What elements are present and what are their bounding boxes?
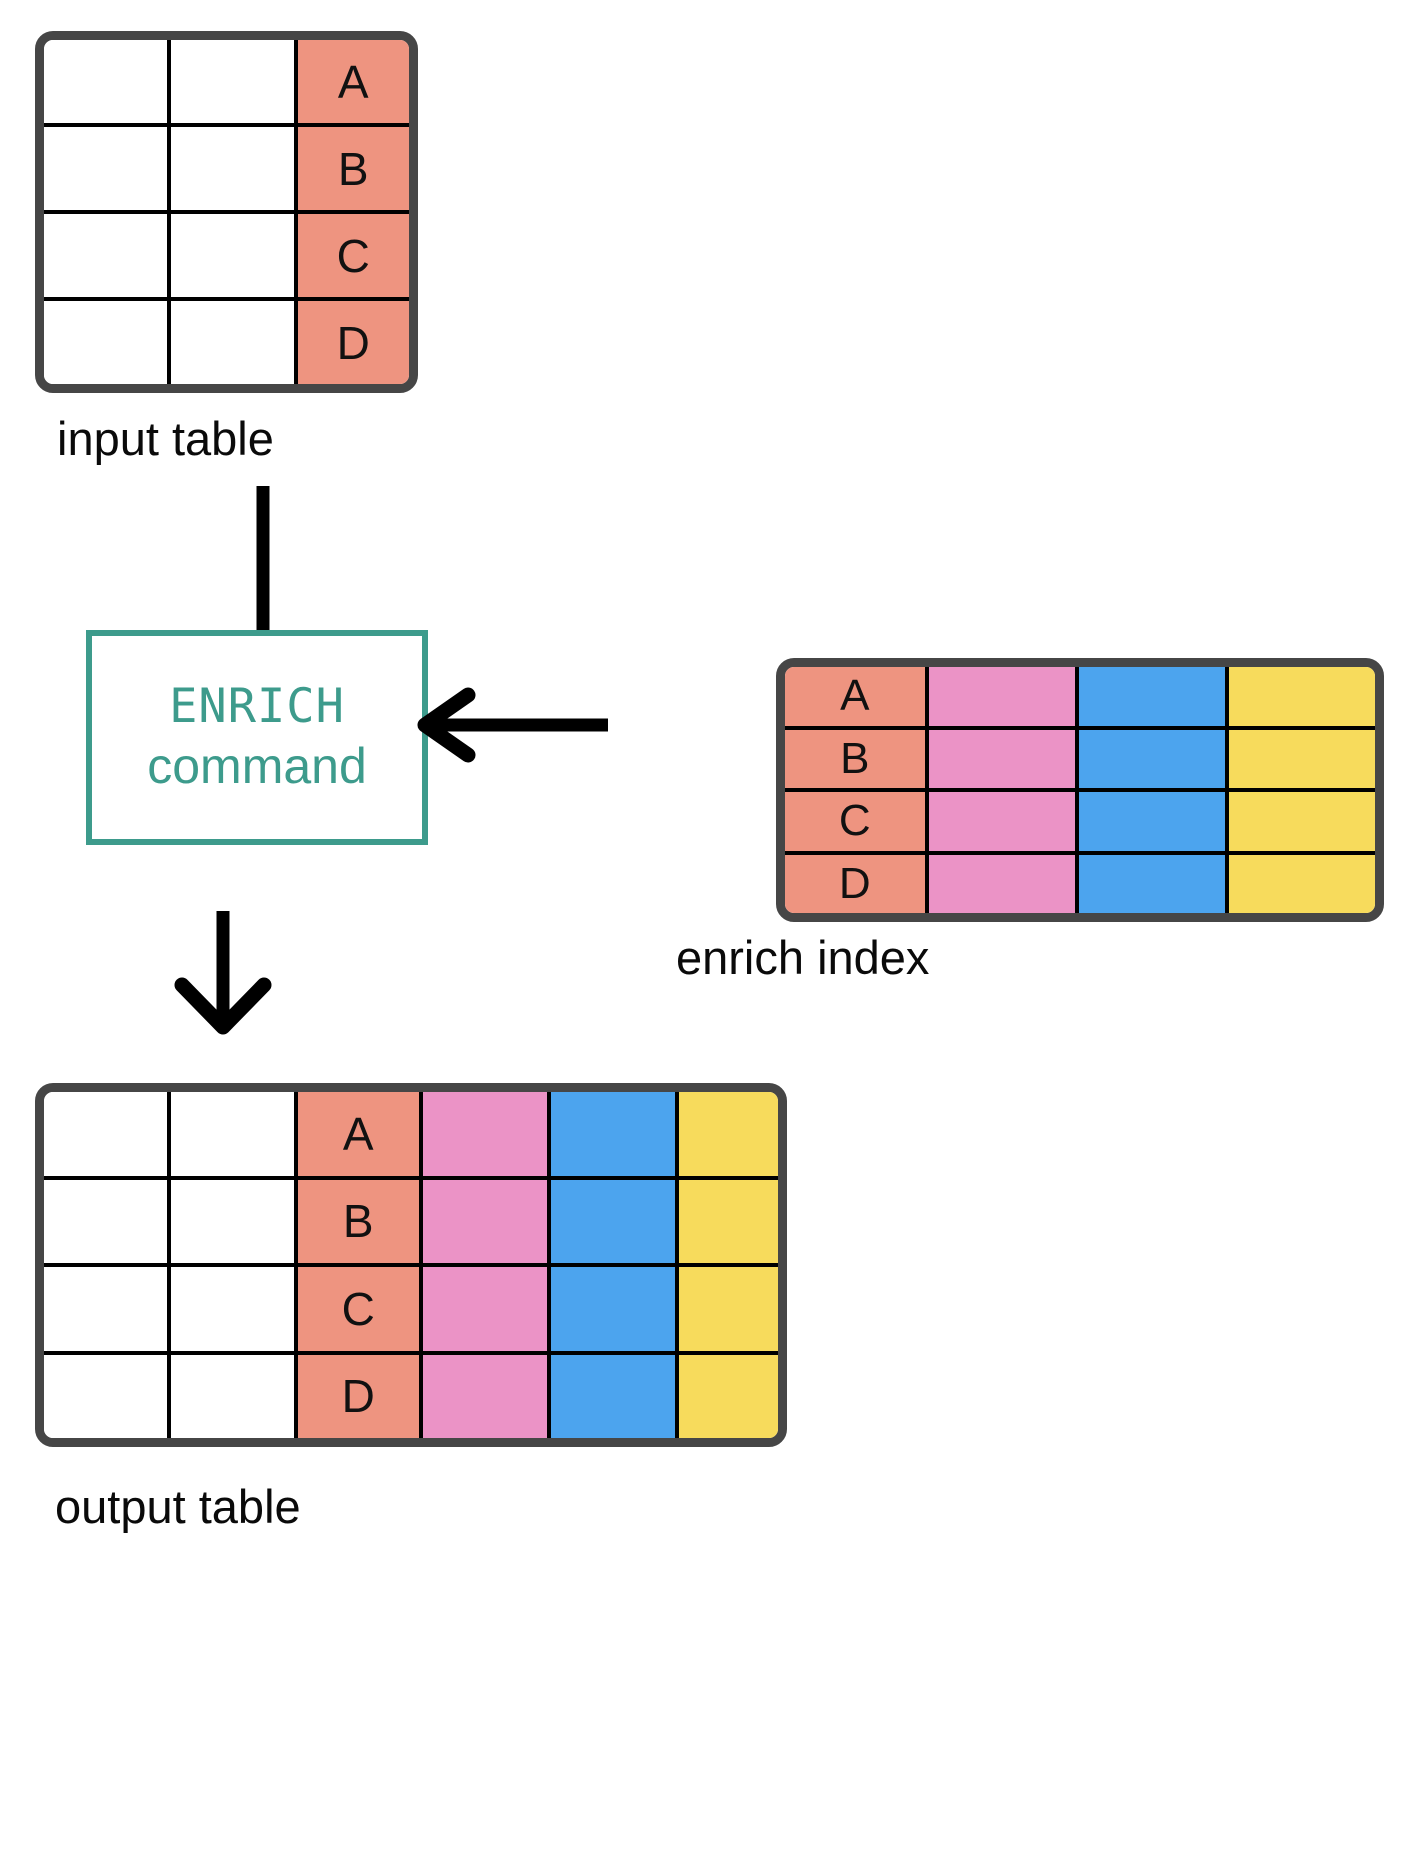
table-cell bbox=[423, 1267, 551, 1351]
enrich-command-box[interactable]: ENRICH command bbox=[86, 630, 428, 845]
table-cell bbox=[44, 127, 171, 210]
output-table: A B C D bbox=[35, 1083, 787, 1447]
table-cell-key: C bbox=[298, 1267, 423, 1351]
table-cell-key: B bbox=[785, 729, 929, 788]
enrich-command-name: ENRICH bbox=[169, 679, 345, 735]
table-cell bbox=[679, 1267, 778, 1351]
table-row: A bbox=[44, 1092, 778, 1180]
table-row: D bbox=[44, 301, 409, 384]
table-cell bbox=[551, 1179, 679, 1263]
output-table-caption: output table bbox=[55, 1480, 301, 1533]
table-cell bbox=[1079, 667, 1229, 726]
table-row: A bbox=[785, 667, 1375, 730]
table-cell bbox=[44, 1354, 171, 1438]
table-cell bbox=[929, 792, 1079, 851]
enrich-index-caption: enrich index bbox=[676, 931, 930, 984]
table-row: B bbox=[785, 729, 1375, 792]
arrow-command-to-output-icon bbox=[174, 911, 272, 1035]
table-cell bbox=[551, 1267, 679, 1351]
table-cell bbox=[679, 1354, 778, 1438]
table-cell bbox=[44, 214, 171, 297]
table-row: A bbox=[44, 40, 409, 127]
table-cell bbox=[679, 1179, 778, 1263]
table-cell bbox=[1079, 854, 1229, 913]
table-cell bbox=[1229, 854, 1375, 913]
table-cell bbox=[1229, 667, 1375, 726]
table-cell bbox=[929, 729, 1079, 788]
enrich-index-table: A B C D bbox=[776, 658, 1384, 922]
table-cell bbox=[171, 40, 298, 123]
table-cell-key: A bbox=[298, 40, 409, 123]
input-table: A B C D bbox=[35, 31, 418, 393]
table-cell bbox=[44, 1179, 171, 1263]
table-cell bbox=[171, 1267, 298, 1351]
table-row: C bbox=[44, 1267, 778, 1355]
table-cell bbox=[44, 40, 171, 123]
table-cell bbox=[679, 1092, 778, 1176]
table-cell bbox=[171, 127, 298, 210]
table-cell bbox=[423, 1179, 551, 1263]
table-row: B bbox=[44, 1179, 778, 1267]
table-row: D bbox=[44, 1354, 778, 1438]
table-row: D bbox=[785, 854, 1375, 913]
table-cell bbox=[1229, 729, 1375, 788]
enrich-command-word: command bbox=[147, 737, 367, 794]
table-cell bbox=[929, 854, 1079, 913]
table-cell bbox=[44, 1267, 171, 1351]
table-cell bbox=[423, 1354, 551, 1438]
table-cell bbox=[171, 1092, 298, 1176]
table-cell bbox=[171, 214, 298, 297]
table-cell-key: A bbox=[298, 1092, 423, 1176]
table-row: C bbox=[785, 792, 1375, 855]
table-cell-key: D bbox=[785, 854, 929, 913]
table-cell bbox=[44, 1092, 171, 1176]
table-cell-key: C bbox=[298, 214, 409, 297]
table-cell bbox=[171, 1354, 298, 1438]
table-cell-key: D bbox=[298, 301, 409, 384]
table-cell bbox=[423, 1092, 551, 1176]
table-cell bbox=[1079, 729, 1229, 788]
table-cell-key: A bbox=[785, 667, 929, 726]
table-cell-key: B bbox=[298, 127, 409, 210]
arrow-index-to-command-icon bbox=[417, 687, 608, 763]
table-cell bbox=[171, 1179, 298, 1263]
table-cell-key: C bbox=[785, 792, 929, 851]
table-cell bbox=[929, 667, 1079, 726]
table-row: B bbox=[44, 127, 409, 214]
table-row: C bbox=[44, 214, 409, 301]
table-cell bbox=[551, 1354, 679, 1438]
table-cell-key: B bbox=[298, 1179, 423, 1263]
table-cell bbox=[1229, 792, 1375, 851]
table-cell bbox=[44, 301, 171, 384]
table-cell bbox=[171, 301, 298, 384]
table-cell bbox=[551, 1092, 679, 1176]
input-table-caption: input table bbox=[57, 412, 274, 465]
table-cell-key: D bbox=[298, 1354, 423, 1438]
table-cell bbox=[1079, 792, 1229, 851]
